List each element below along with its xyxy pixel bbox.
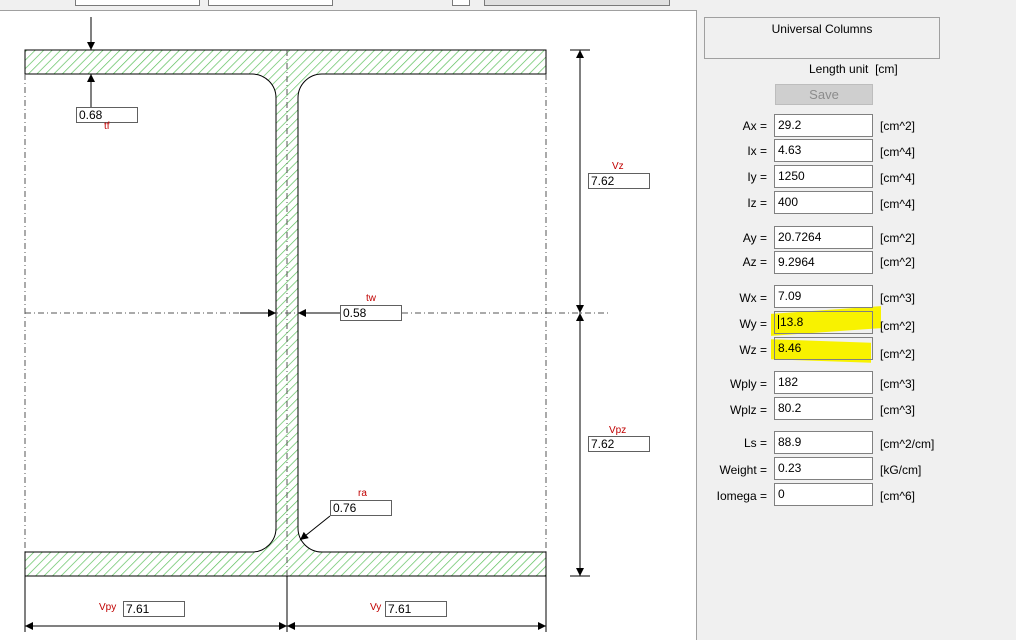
ix-label: Ix = — [747, 144, 767, 158]
vpz-input[interactable]: 7.62 — [588, 436, 650, 452]
iz-label: Iz = — [747, 196, 767, 210]
ax-unit: [cm^2] — [880, 119, 915, 133]
wz-input[interactable]: 8.46 — [774, 337, 873, 360]
wply-unit: [cm^3] — [880, 377, 915, 391]
tw-label: tw — [366, 293, 376, 304]
iy-input[interactable]: 1250 — [774, 165, 873, 188]
iomega-unit: [cm^6] — [880, 489, 915, 503]
ls-input[interactable]: 88.9 — [774, 431, 873, 454]
section-title: Universal Columns — [704, 17, 940, 59]
section-drawing — [24, 17, 610, 632]
ix-input[interactable]: 4.63 — [774, 139, 873, 162]
wx-unit: [cm^3] — [880, 291, 915, 305]
ix-unit: [cm^4] — [880, 145, 915, 159]
vpy-label: Vpy — [99, 602, 117, 613]
wy-unit: [cm^2] — [880, 319, 915, 333]
vy-input[interactable]: 7.61 — [385, 601, 447, 617]
az-input[interactable]: 9.2964 — [774, 251, 873, 274]
weight-label: Weight = — [719, 463, 767, 477]
properties-panel: Universal Columns Length unit [cm] Save … — [696, 10, 1016, 640]
wplz-label: Wplz = — [729, 403, 767, 417]
ra-input[interactable]: 0.76 — [330, 500, 392, 516]
wx-label: Wx = — [739, 291, 767, 305]
tf-input[interactable]: 0.68 — [76, 107, 138, 123]
ay-unit: [cm^2] — [880, 231, 915, 245]
az-unit: [cm^2] — [880, 255, 915, 269]
iy-label: Iy = — [747, 170, 767, 184]
iz-unit: [cm^4] — [880, 197, 915, 211]
length-unit-row: Length unit [cm] — [809, 62, 898, 76]
ls-unit: [cm^2/cm] — [880, 437, 935, 451]
iomega-label: Iomega = — [716, 489, 767, 503]
length-unit-value: [cm] — [875, 62, 898, 76]
tw-input[interactable]: 0.58 — [340, 305, 402, 321]
tf-label: tf — [104, 121, 110, 132]
vz-input[interactable]: 7.62 — [588, 173, 650, 189]
iz-input[interactable]: 400 — [774, 191, 873, 214]
wy-label: Wy = — [739, 317, 767, 331]
ax-input[interactable]: 29.2 — [774, 114, 873, 137]
vpy-input[interactable]: 7.61 — [123, 601, 185, 617]
top-input-2[interactable] — [208, 0, 333, 6]
length-unit-label: Length unit — [809, 62, 869, 76]
top-button[interactable] — [452, 0, 470, 6]
save-button[interactable]: Save — [775, 84, 873, 105]
ay-label: Ay = — [742, 231, 767, 245]
wply-input[interactable]: 182 — [774, 371, 873, 394]
wplz-unit: [cm^3] — [880, 403, 915, 417]
wy-input-value: 13.8 — [778, 315, 804, 329]
iomega-input[interactable]: 0 — [774, 483, 873, 506]
top-input-1[interactable] — [75, 0, 200, 6]
ra-label: ra — [358, 488, 367, 499]
ls-label: Ls = — [743, 436, 767, 450]
az-label: Az = — [742, 255, 767, 269]
top-toolbar-strip — [0, 0, 1016, 11]
iy-unit: [cm^4] — [880, 171, 915, 185]
vpz-label: Vpz — [609, 425, 627, 436]
ay-input[interactable]: 20.7264 — [774, 226, 873, 249]
wz-label: Wz = — [739, 343, 767, 357]
weight-input[interactable]: 0.23 — [774, 457, 873, 480]
weight-unit: [kG/cm] — [880, 463, 922, 477]
wplz-input[interactable]: 80.2 — [774, 397, 873, 420]
top-field — [484, 0, 670, 6]
wy-input[interactable]: 13.8 — [774, 311, 873, 334]
vy-label: Vy — [370, 602, 382, 613]
vz-label: Vz — [612, 161, 624, 172]
wply-label: Wply = — [729, 377, 767, 391]
ax-label: Ax = — [742, 119, 767, 133]
wz-unit: [cm^2] — [880, 347, 915, 361]
wx-input[interactable]: 7.09 — [774, 285, 873, 308]
